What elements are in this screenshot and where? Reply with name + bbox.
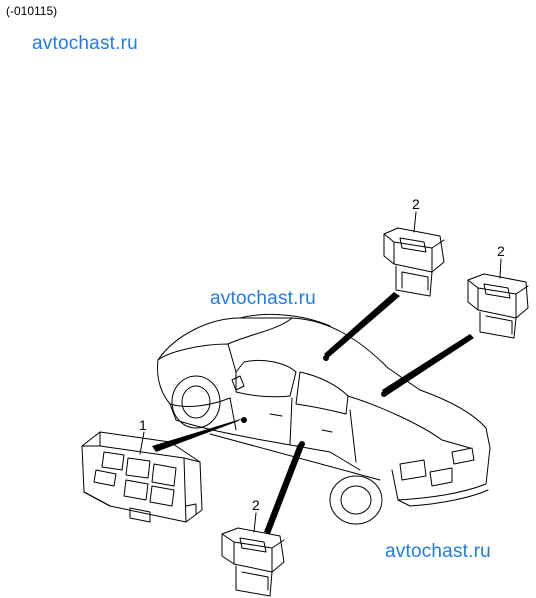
car-illustration	[157, 313, 491, 525]
callout-label-2-b: 2	[497, 243, 505, 259]
watermark-middle: avtochast.ru	[210, 288, 316, 309]
callout-label-2-a: 2	[412, 196, 420, 212]
leader-2c	[253, 512, 257, 533]
pointer-rear-left	[324, 292, 400, 358]
dot-driver	[241, 417, 247, 423]
pointer-rear-right	[382, 334, 474, 396]
watermark-top: avtochast.ru	[32, 33, 138, 54]
pointer-driver	[152, 418, 244, 452]
rear-left-window-switch	[383, 227, 445, 297]
dot-passenger	[299, 441, 305, 447]
diagram-code: (-010115)	[6, 4, 58, 18]
passenger-window-switch	[221, 527, 285, 597]
pointer-passenger	[264, 444, 304, 534]
rear-right-window-switch	[467, 273, 529, 339]
leader-2b	[499, 258, 502, 279]
callout-label-2-c: 2	[252, 497, 260, 513]
leader-2a	[413, 211, 417, 233]
watermark-bottom: avtochast.ru	[385, 541, 491, 562]
leader-1	[139, 431, 145, 455]
driver-window-switch	[81, 431, 203, 523]
callout-label-1: 1	[139, 417, 147, 433]
dot-rear-right	[381, 391, 387, 397]
dot-rear-left	[323, 355, 329, 361]
